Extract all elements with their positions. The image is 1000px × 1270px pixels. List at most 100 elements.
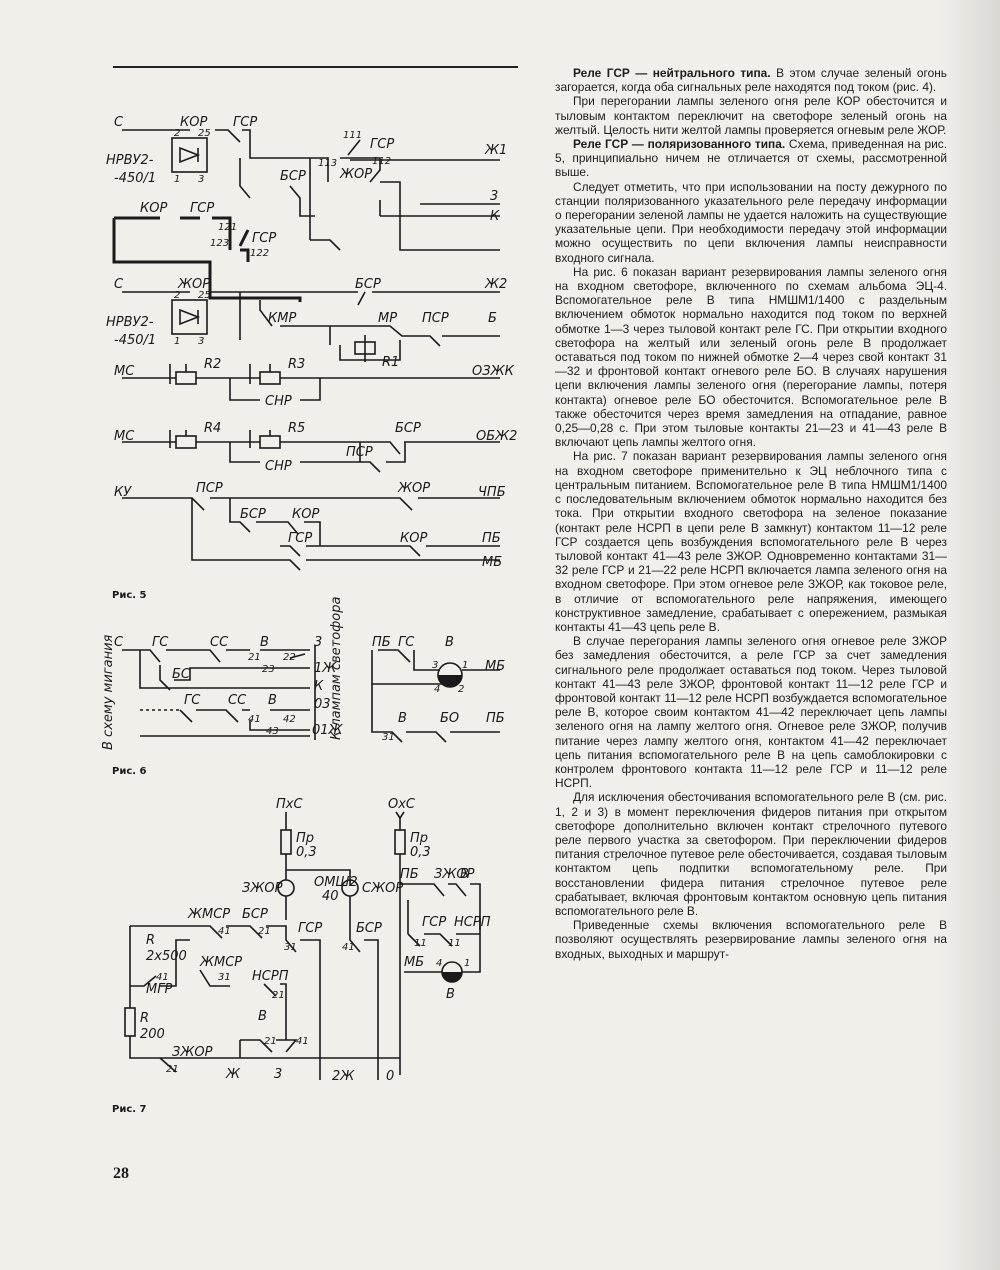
page-gutter-shadow [940, 0, 1000, 1270]
fig5-label: СНР [265, 459, 292, 474]
fig7-label: 200 [140, 1027, 165, 1042]
fig6-label: ПБ [486, 711, 505, 726]
fig5-label: 1 [174, 174, 180, 185]
fig5-label: 112 [372, 156, 391, 167]
circuit-figures: С КОР ГСР 111 ГСР 113 112 ЖОР БСР Ж1 3 К… [101, 115, 517, 1115]
fig7-label: ОМШ2 [314, 875, 358, 890]
fig5-label: ОЗЖК [472, 364, 515, 379]
fig5-label: R4 [204, 421, 221, 436]
paragraph: Реле ГСР — поляризованного типа. Схема, … [555, 137, 947, 180]
fig6-label: БО [440, 711, 459, 726]
fig7-label: ЗЖОР [434, 867, 475, 882]
paragraph-body: На рис. 6 показан вариант резервирования… [555, 264, 947, 450]
fig5-label: ЖОР [339, 167, 372, 182]
fig5-label: ПСР [346, 445, 373, 460]
paragraph: На рис. 7 показан вариант резервирования… [555, 449, 947, 634]
fig7-label: ОхС [388, 797, 416, 812]
fig5-label: ГСР [190, 201, 214, 216]
fig5-label: ПСР [196, 481, 223, 496]
fig6-label: В [268, 693, 277, 708]
fig7-label: R [140, 1011, 149, 1026]
fig6-label: В [398, 711, 407, 726]
fig5-label: СНР [265, 394, 292, 409]
fig5-label: ПСР [422, 311, 449, 326]
fig7-label: Пр [410, 831, 428, 846]
fig5-label: НРВУ2- [106, 315, 154, 330]
fig7-label: R [146, 933, 155, 948]
fig5-label: МС [114, 364, 135, 379]
fig6-label: В [445, 635, 454, 650]
fig5-label: ОБЖ2 [476, 429, 517, 444]
fig6-label: 01Ж [312, 723, 344, 738]
fig5-label: МР [378, 311, 397, 326]
fig6-label: 21 [248, 652, 261, 663]
fig6-label: 3 [432, 660, 438, 671]
fig5-label: Б [488, 311, 497, 326]
article-text: Реле ГСР — нейтрального типа. В этом слу… [555, 66, 947, 961]
fig6-label: 22 [283, 652, 296, 663]
fig5-label: 3 [198, 174, 204, 185]
fig5-label: ЖОР [397, 481, 430, 496]
fig6-label: К [314, 679, 324, 694]
fig6-caption: Рис. 6 [112, 766, 147, 777]
fig5-label: -450/1 [114, 333, 156, 348]
fig7-label: 4 [436, 958, 442, 969]
fig5-label: С [114, 115, 124, 130]
fig7-label: 40 [322, 889, 339, 904]
fig7-label: БСР [356, 921, 382, 936]
fig7-label: МБ [404, 955, 424, 970]
fig5-label: 25 [198, 128, 211, 139]
fig5-label: R2 [204, 357, 221, 372]
fig5-label: БСР [280, 169, 306, 184]
fig7-label: 2Ж [332, 1069, 355, 1084]
fig7-label: БСР [242, 907, 268, 922]
fig7-label: ПхС [276, 797, 303, 812]
fig6-label: 3 [314, 635, 322, 650]
fig6-label: СС [210, 635, 229, 650]
fig7-label: 0,3 [410, 845, 431, 860]
fig7-label: 21 [264, 1036, 277, 1047]
paragraph: На рис. 6 показан вариант резервирования… [555, 265, 947, 450]
fig5-label: 121 [218, 222, 237, 233]
fig7-label: 41 [296, 1036, 309, 1047]
paragraph: Следует отметить, что при использовании … [555, 180, 947, 265]
fig5-label: ГСР [233, 115, 257, 130]
fig5-label: 113 [318, 158, 337, 169]
fig5-label: 122 [250, 248, 269, 259]
fig6-label: 41 [248, 714, 261, 725]
fig5-label: КОР [140, 201, 167, 216]
fig5-label: БСР [240, 507, 266, 522]
fig6-label: ГС [398, 635, 415, 650]
fig6-label: 2 [458, 684, 464, 695]
fig5-label: Ж2 [484, 277, 507, 292]
fig7-label: 11 [448, 938, 461, 949]
paragraph-body: При перегорании лампы зеленого огня реле… [555, 94, 947, 137]
fig5-label: 25 [198, 290, 211, 301]
fig7-label: 2x500 [146, 949, 187, 964]
paragraph: В случае перегорания лампы зеленого огня… [555, 634, 947, 790]
figure-5: С КОР ГСР 111 ГСР 113 112 ЖОР БСР Ж1 3 К… [106, 115, 517, 601]
fig5-label: ЖОР [177, 277, 210, 292]
fig5-label: ГСР [370, 137, 394, 152]
fig6-label: ГС [184, 693, 201, 708]
paragraph-body: На рис. 7 показан вариант резервирования… [555, 449, 947, 634]
fig5-label: МС [114, 429, 135, 444]
fig7-label: 31 [284, 942, 297, 953]
paragraph: При перегорании лампы зеленого огня реле… [555, 94, 947, 137]
fig7-label: НСРП [454, 915, 491, 930]
fig7-label: МГР [146, 982, 172, 997]
paragraph: Для исключения обесточивания вспомогател… [555, 790, 947, 918]
fig5-label: КОР [292, 507, 319, 522]
fig7-label: Пр [296, 831, 314, 846]
fig6-label: 31 [382, 732, 395, 743]
fig7-label: НСРП [252, 969, 289, 984]
paragraph-lead: Реле ГСР — нейтрального типа. [573, 66, 771, 80]
fig6-label: 03 [314, 697, 331, 712]
fig5-label: К [490, 209, 500, 224]
fig7-label: ЖМСР [187, 907, 230, 922]
fig5-label: 111 [343, 130, 362, 141]
fig5-label: R5 [288, 421, 305, 436]
fig7-label: Ж [225, 1067, 241, 1082]
fig7-label: В [460, 867, 469, 882]
